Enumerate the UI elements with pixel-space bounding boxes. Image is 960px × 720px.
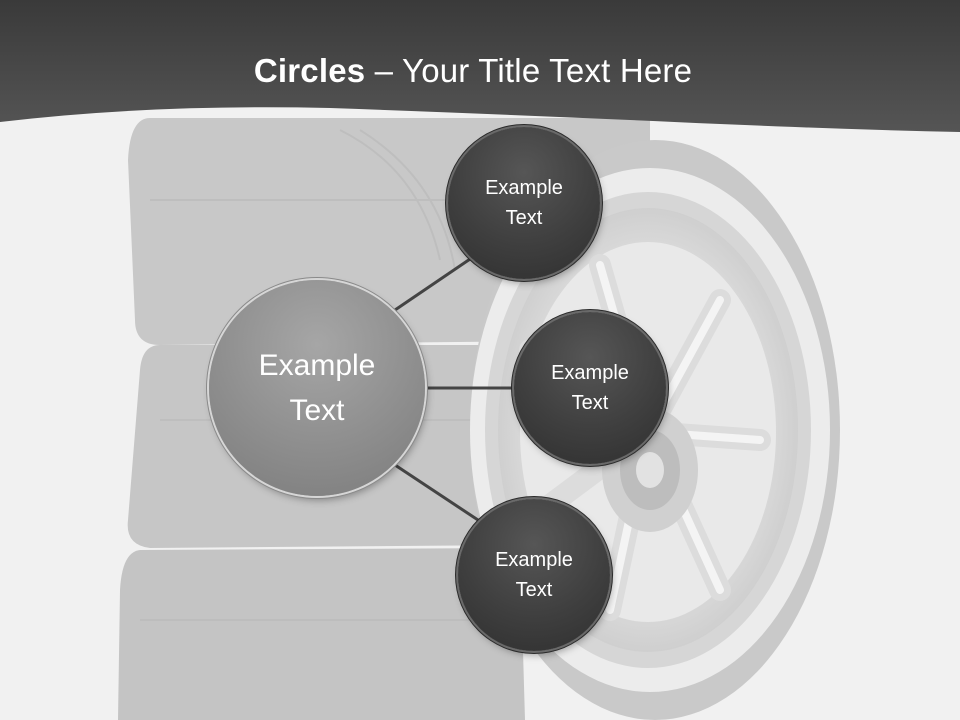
slide-title: Circles – Your Title Text Here xyxy=(0,52,946,90)
node-circle-bottom[interactable]: Example Text xyxy=(458,499,610,651)
node-circle-top[interactable]: Example Text xyxy=(448,127,600,279)
title-bold: Circles xyxy=(253,52,366,89)
header-band xyxy=(0,0,960,132)
connector-3 xyxy=(394,463,479,522)
center-circle[interactable]: Example Text xyxy=(209,280,425,496)
node-circle-label: Example Text xyxy=(485,177,563,229)
connector-1 xyxy=(394,253,477,312)
connector-lines xyxy=(394,253,516,522)
node-circle-middle[interactable]: Example Text xyxy=(514,312,666,464)
node-circle-label: Example Text xyxy=(495,549,573,601)
node-circle-label: Example Text xyxy=(551,362,629,414)
title-rest: – Your Title Text Here xyxy=(365,52,693,89)
center-circle-label: Example Text xyxy=(258,349,376,427)
